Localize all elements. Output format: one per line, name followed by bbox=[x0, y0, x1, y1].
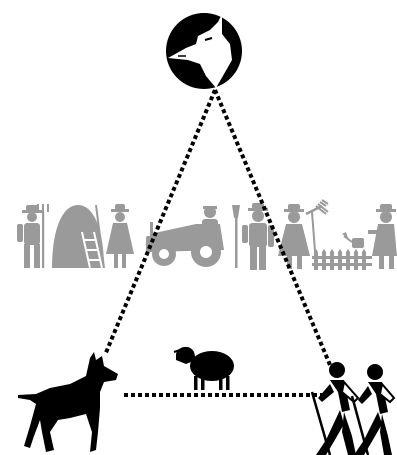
farmer-woman-icon bbox=[278, 204, 310, 269]
hiker-icon bbox=[312, 362, 358, 455]
sheep-icon bbox=[174, 347, 234, 390]
edge-wolf-dog bbox=[105, 90, 215, 355]
walking-people-icon bbox=[312, 362, 394, 455]
hiker-icon bbox=[352, 364, 394, 455]
guard-dog-icon bbox=[18, 352, 118, 452]
wolf-moon-icon bbox=[166, 13, 242, 89]
farmer-woman-icon bbox=[106, 204, 134, 268]
watering-can-icon bbox=[342, 232, 364, 248]
tractor-icon bbox=[146, 206, 224, 267]
fence-icon bbox=[312, 249, 372, 270]
haystack-icon bbox=[52, 205, 104, 268]
farmer-pitchfork-icon bbox=[17, 204, 48, 268]
farmer-woman-icon bbox=[368, 204, 397, 269]
farmers-row-icon bbox=[17, 200, 397, 270]
